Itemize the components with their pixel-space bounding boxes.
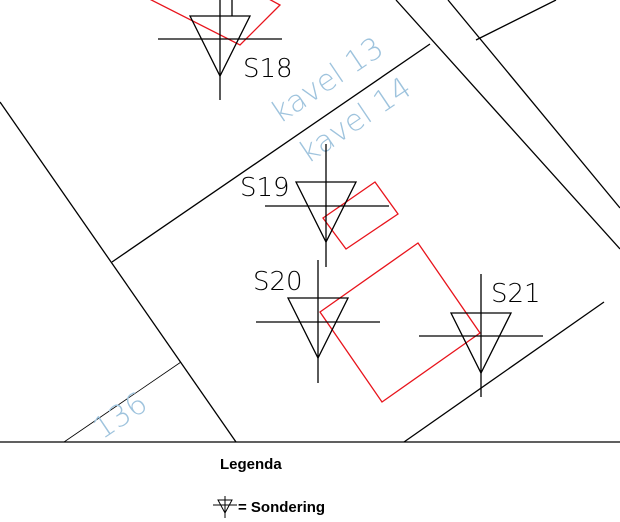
parcel-lines xyxy=(0,0,620,443)
sounding-s20-symbol-icon xyxy=(256,260,380,383)
parcel-line-lower-right xyxy=(403,301,605,443)
label-kavel-136: 136 xyxy=(87,386,154,447)
footprint-small xyxy=(322,181,399,250)
legend-item-sondering: = Sondering xyxy=(212,496,325,518)
parcel-line-upper-right xyxy=(475,0,557,41)
parcel-line-top xyxy=(111,43,431,263)
footprint-large xyxy=(319,242,481,403)
label-s19: S19 xyxy=(240,173,290,203)
parcel-line-left-diagonal xyxy=(0,101,237,443)
legend-title: Legenda xyxy=(220,456,282,473)
label-s21: S21 xyxy=(491,279,541,309)
sounding-s21-symbol-icon xyxy=(419,274,543,397)
legend-text-sondering: = Sondering xyxy=(238,498,326,516)
footprint-top xyxy=(149,0,282,46)
sounding-symbol-icon xyxy=(213,496,237,518)
footprints xyxy=(149,0,481,403)
parcel-line-136 xyxy=(63,361,182,443)
road-line-inner xyxy=(395,0,620,250)
label-s20: S20 xyxy=(253,267,303,297)
sounding-s19-symbol-icon xyxy=(265,144,389,267)
sounding-s18-symbol-icon xyxy=(158,0,282,100)
parcel-labels: kavel 13 kavel 14 136 xyxy=(87,30,418,446)
label-s18: S18 xyxy=(243,54,293,84)
sounding-symbols xyxy=(158,0,543,397)
road-line-outer xyxy=(447,0,620,209)
sounding-labels: S18 S19 S20 S21 xyxy=(240,54,541,309)
